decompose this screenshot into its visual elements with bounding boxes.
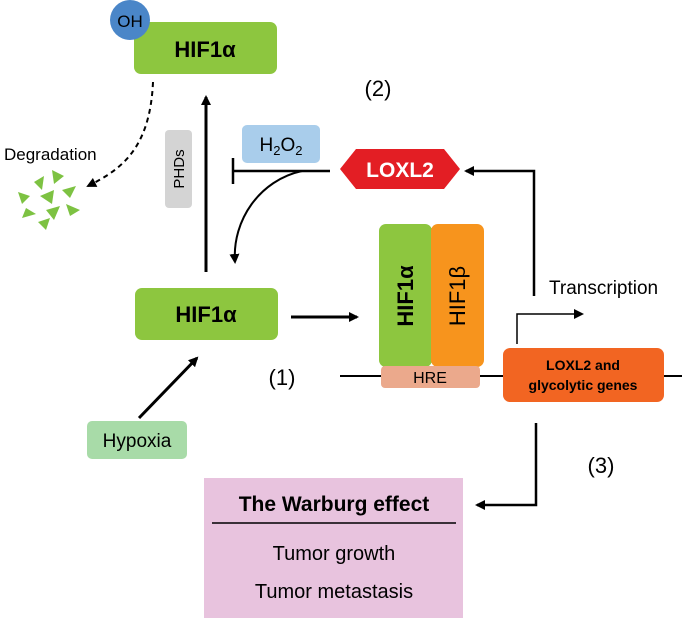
hre-box xyxy=(381,366,480,388)
oh-circle xyxy=(110,0,150,40)
phds-box xyxy=(165,130,192,208)
hif1a-mid-label: HIF1α xyxy=(175,302,237,327)
hif1a-vertical-label: HIF1α xyxy=(393,265,418,327)
hypoxia-box xyxy=(87,421,187,459)
degradation-label: Degradation xyxy=(4,145,97,164)
loxl2-hexagon xyxy=(340,149,460,189)
transcription-feedback-arrow xyxy=(464,166,536,296)
oh-label: OH xyxy=(117,12,143,31)
warburg-title: The Warburg effect xyxy=(239,493,430,516)
step-2-label: (2) xyxy=(365,76,392,101)
h2o2-box xyxy=(242,125,320,163)
hif1a-mid-box xyxy=(135,288,278,340)
hif1b-vertical-box xyxy=(431,224,484,367)
genes-label-line2: glycolytic genes xyxy=(529,377,638,393)
step-3-label: (3) xyxy=(588,453,615,478)
warburg-box xyxy=(204,478,463,618)
degradation-arrow xyxy=(86,81,154,187)
hypoxia-arrow xyxy=(137,356,199,420)
loxl2-label: LOXL2 xyxy=(366,159,434,182)
hif1a-top-label: HIF1α xyxy=(174,37,236,62)
transcription-start-arrow xyxy=(516,309,584,344)
hre-label: HRE xyxy=(413,370,447,387)
genes-label-line1: LOXL2 and xyxy=(546,357,620,373)
step-1-label: (1) xyxy=(269,365,296,390)
genes-box xyxy=(503,348,664,402)
loxl2-to-hif1a-curve xyxy=(229,170,303,264)
degradation-fragments xyxy=(18,170,80,230)
tumor-growth-label: Tumor growth xyxy=(273,543,396,565)
hif1a-top-box xyxy=(134,22,277,74)
h2o2-label: H2O2 xyxy=(260,135,303,158)
tumor-metastasis-label: Tumor metastasis xyxy=(255,581,413,603)
hypoxia-label: Hypoxia xyxy=(103,431,172,452)
genes-to-warburg-arrow xyxy=(475,423,538,510)
hif1b-vertical-label: HIF1β xyxy=(445,266,470,326)
hif1a-vertical-box xyxy=(379,224,432,367)
phds-label: PHDs xyxy=(171,149,188,188)
transcription-label: Transcription xyxy=(549,278,658,299)
